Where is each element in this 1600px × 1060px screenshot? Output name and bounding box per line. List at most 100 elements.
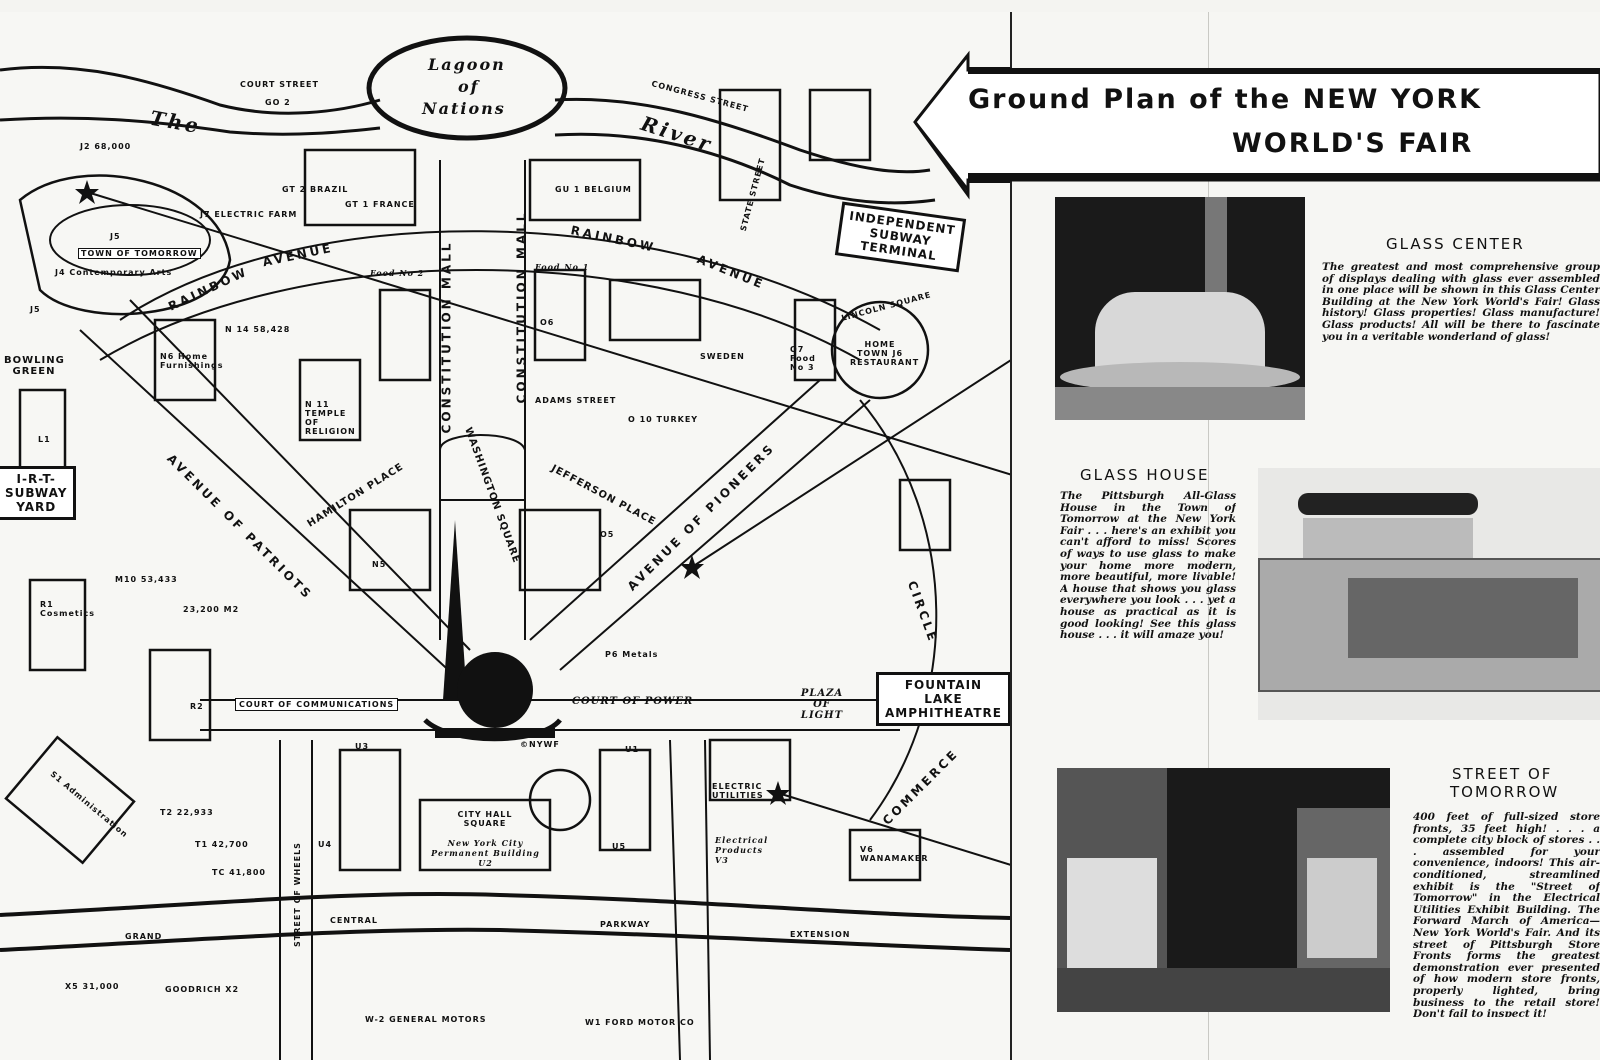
page-title: WORLD'S FAIR xyxy=(1232,128,1474,159)
street-label: COURT OF COMMUNICATIONS xyxy=(235,698,399,711)
fair-ground-plan-map: Lagoon of Nations The River COURT STREET… xyxy=(0,35,1011,1060)
glass-center-text: The greatest and most comprehensive grou… xyxy=(1322,262,1600,343)
building-label: TOWN OF TOMORROW xyxy=(78,248,201,259)
building-label: SWEDEN xyxy=(700,352,745,361)
glass-center-heading: GLASS CENTER xyxy=(1386,235,1525,253)
building-label: GO 2 xyxy=(265,98,291,107)
building-label: Food No 2 xyxy=(370,268,425,278)
sign-line: AMPHITHEATRE xyxy=(885,706,1002,720)
pointer-line-glass-center xyxy=(691,359,1010,568)
building-label: T2 22,933 xyxy=(160,808,214,817)
fountain-lake-amphitheatre-sign: FOUNTAIN LAKE AMPHITHEATRE xyxy=(876,672,1011,726)
building-label: T1 42,700 xyxy=(195,840,249,849)
building-label: R2 xyxy=(190,702,204,711)
page-title: Ground Plan of the NEW YORK xyxy=(968,84,1483,115)
street-label: EXTENSION xyxy=(790,930,851,939)
building-label: O 10 TURKEY xyxy=(628,415,699,424)
building-label: N6 Home Furnishings xyxy=(160,352,224,370)
sign-line: YARD xyxy=(16,500,57,514)
building-label: L1 xyxy=(38,435,51,444)
building-label: O7 Food No 3 xyxy=(790,345,816,372)
building-label: N 14 58,428 xyxy=(225,325,291,334)
street-label: COURT OF POWER xyxy=(572,696,694,707)
street-of-tomorrow-text: 400 feet of full-sized store fronts, 35 … xyxy=(1413,812,1600,1017)
building-label: J4 Contemporary Arts xyxy=(55,268,173,277)
street-label: STREET OF WHEELS xyxy=(292,842,302,947)
street-label: BOWLING GREEN xyxy=(4,355,65,377)
glass-house-heading: GLASS HOUSE xyxy=(1080,466,1210,484)
building-label: GT 2 BRAZIL xyxy=(282,185,349,194)
building-label: Food No 1 xyxy=(535,262,590,272)
street-label: CONSTITUTION MALL xyxy=(514,210,529,404)
building-label: U3 xyxy=(355,742,370,751)
building-label: N 11 TEMPLE OF RELIGION xyxy=(305,400,356,436)
building-label: M10 53,433 xyxy=(115,575,178,584)
building-label: GT 1 FRANCE xyxy=(345,200,415,209)
building-label: J7 ELECTRIC FARM xyxy=(200,210,298,219)
irt-subway-yard-sign: I-R-T- SUBWAY YARD xyxy=(0,466,77,520)
lagoon-of-nations xyxy=(366,35,568,141)
star-marker-icon xyxy=(75,180,99,204)
glass-house-text: The Pittsburgh All-Glass House in the To… xyxy=(1060,491,1236,642)
street-of-tomorrow-photo xyxy=(1057,768,1390,1012)
parkway xyxy=(0,892,1010,920)
street-label: CENTRAL xyxy=(330,916,378,925)
street-label: CONSTITUTION MALL xyxy=(439,240,454,434)
map-drawing xyxy=(0,35,1010,1060)
building-label: U4 xyxy=(318,840,333,849)
building-label: P6 Metals xyxy=(605,650,659,659)
street-of-tomorrow-heading: STREET OF TOMORROW xyxy=(1450,765,1560,801)
trylon-and-perisphere xyxy=(423,520,562,742)
river-bank xyxy=(0,116,381,136)
street-label: COURT STREET xyxy=(240,80,319,89)
street-label: CITY HALL SQUARE xyxy=(457,810,513,828)
river-bank xyxy=(554,132,936,205)
river-bank xyxy=(554,97,931,174)
lagoon-label: of xyxy=(458,77,480,96)
building-label: U5 xyxy=(612,842,627,851)
street-label: PARKWAY xyxy=(600,920,651,929)
street-label: ADAMS STREET xyxy=(535,396,617,405)
heading-line: TOMORROW xyxy=(1450,783,1560,801)
nywf-mark: ©NYWF xyxy=(520,740,560,749)
building-label: GU 1 BELGIUM xyxy=(555,185,632,194)
building-label: J5 xyxy=(110,232,121,241)
building-label: N5 xyxy=(372,560,387,569)
building-label: 23,200 M2 xyxy=(183,605,240,614)
building-label: U1 xyxy=(625,745,640,754)
building-label: O5 xyxy=(600,530,615,539)
building-label: ELECTRIC UTILITIES xyxy=(712,782,764,800)
sign-line: LAKE xyxy=(924,692,963,706)
pointer-line-street-of-tomorrow xyxy=(777,792,1010,866)
parkway xyxy=(0,927,1010,952)
pointer-line-glass-house xyxy=(86,191,1010,476)
street-label: PLAZA OF LIGHT xyxy=(800,688,844,721)
star-marker-icon xyxy=(680,555,704,579)
building-label: W-2 GENERAL MOTORS xyxy=(365,1015,487,1024)
sign-line: FOUNTAIN xyxy=(904,678,983,692)
building-label: V6 WANAMAKER xyxy=(860,845,929,863)
building-label: New York City Permanent Building U2 xyxy=(431,838,540,868)
building-label: R1 Cosmetics xyxy=(40,600,95,618)
building-label: W1 FORD MOTOR CO xyxy=(585,1018,695,1027)
page-fold xyxy=(1208,12,1209,1060)
glass-house-photo xyxy=(1258,468,1600,720)
lagoon-label: Lagoon xyxy=(428,55,506,74)
building-label: HOME TOWN J6 RESTAURANT xyxy=(850,340,920,367)
sign-line: SUBWAY xyxy=(5,486,68,500)
sign-line: I-R-T- xyxy=(16,472,56,486)
street-label: GRAND xyxy=(125,932,163,941)
glass-center-photo xyxy=(1055,197,1305,420)
building-label: GOODRICH X2 xyxy=(165,985,240,994)
star-marker-icon xyxy=(766,781,790,805)
building-label: Electrical Products V3 xyxy=(715,835,769,865)
lagoon-label: Nations xyxy=(422,99,506,118)
building-label: O6 xyxy=(540,318,555,327)
building-label: J5 xyxy=(30,305,41,314)
river-bank xyxy=(0,65,381,115)
heading-line: STREET OF xyxy=(1452,765,1553,783)
building-label: J2 68,000 xyxy=(80,142,132,151)
title-banner xyxy=(915,55,1600,190)
building-label: TC 41,800 xyxy=(212,868,266,877)
building-label: X5 31,000 xyxy=(65,982,120,991)
